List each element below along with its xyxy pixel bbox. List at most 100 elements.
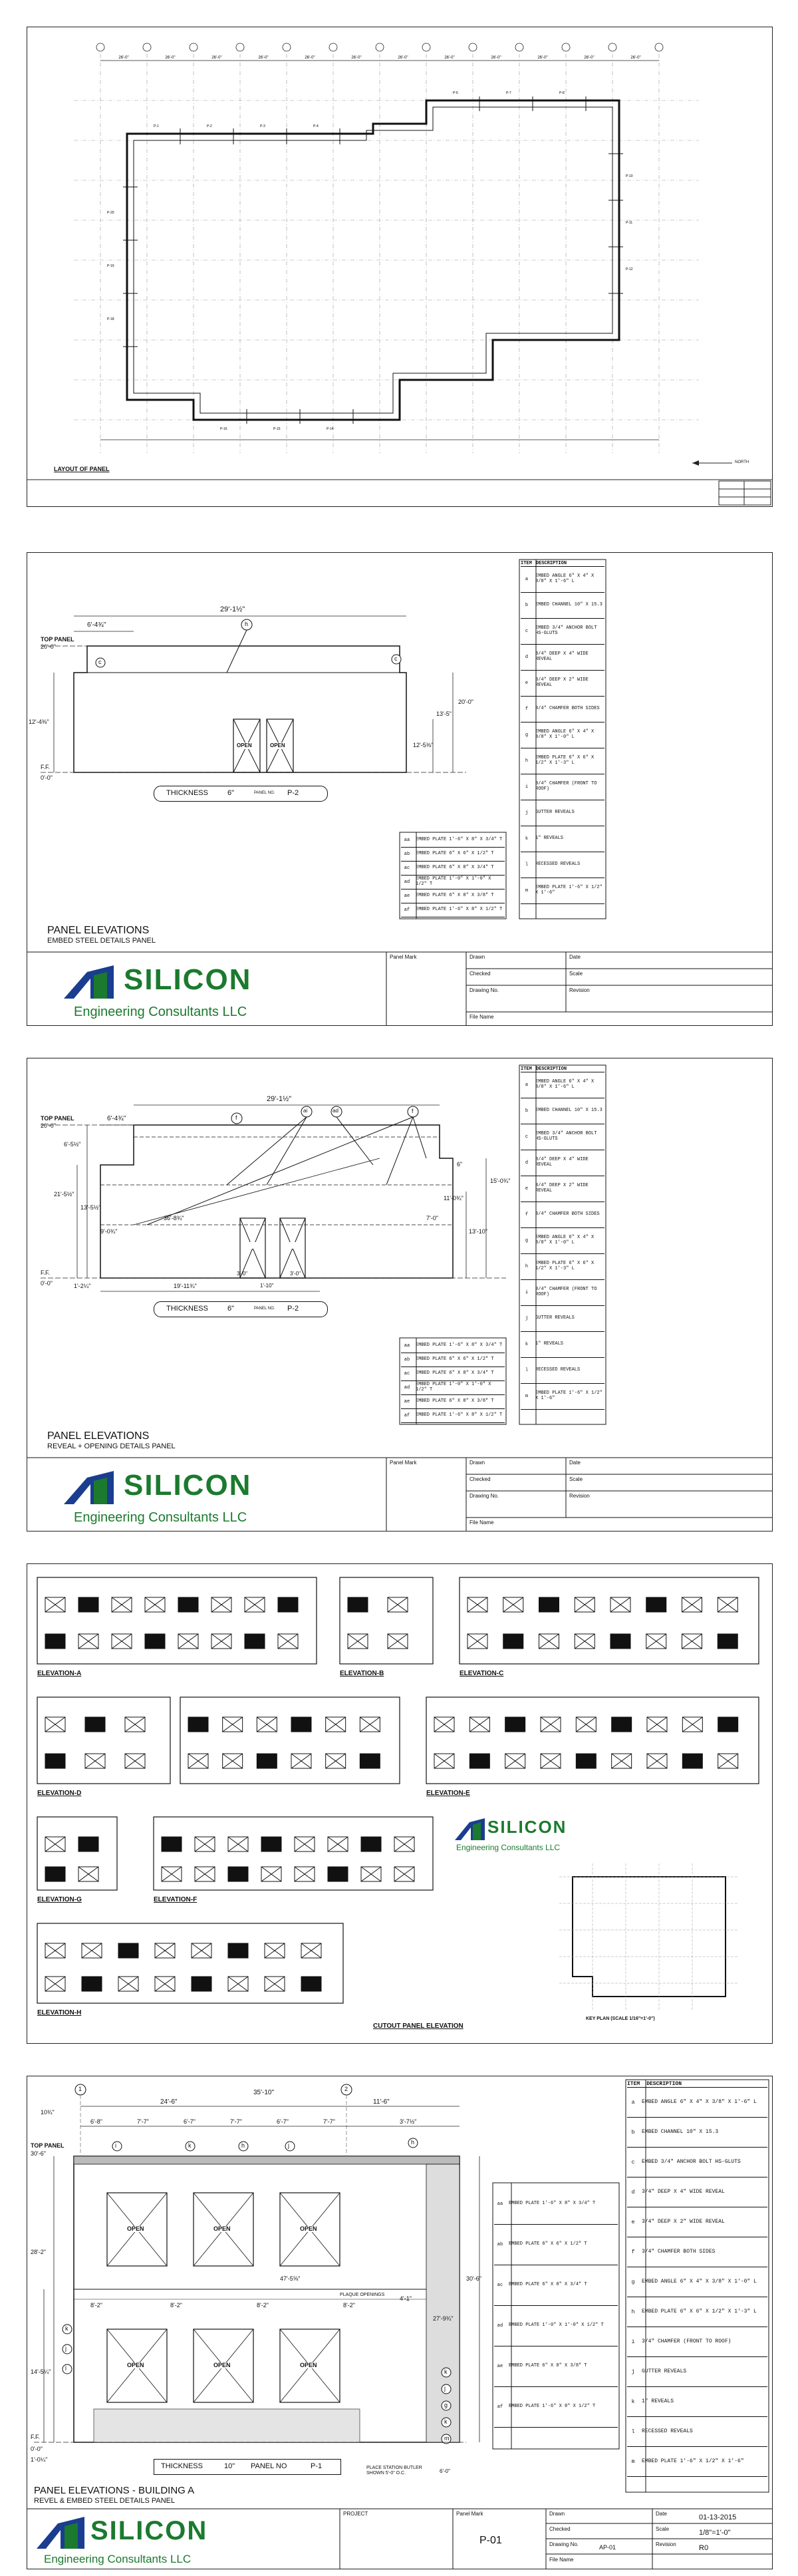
table-cell-item: m: [525, 1394, 529, 1399]
table-cell-description: 1" REVEALS: [535, 1341, 564, 1347]
cutout-cross: [45, 1836, 66, 1852]
cutout-title: CUTOUT PANEL ELEVATION: [373, 2022, 464, 2030]
table-cell-item: ae: [497, 2364, 503, 2369]
panel-no-label: PANEL NO.: [254, 791, 275, 795]
dim-right-h1: 20'-0": [458, 699, 473, 705]
dim-left-h: 12'-4⅜": [29, 719, 49, 725]
cutout-cross: [469, 1716, 490, 1732]
cutout-cross: [718, 1753, 738, 1769]
opening-label: OPEN: [213, 2362, 231, 2368]
svg-text:P-16: P-16: [220, 427, 227, 431]
tb-date: Date: [569, 1460, 581, 1466]
cutout-cross: [244, 1597, 265, 1613]
cutout-cross: [118, 1976, 139, 1992]
dim-right: 30'-6": [466, 2275, 481, 2282]
thickness-box: THICKNESS 6" PANEL NO. P-2: [154, 786, 328, 802]
ff-elev: 0'-0": [41, 774, 53, 781]
dim-sub: 6'-8": [90, 2118, 102, 2125]
thickness-box: THICKNESS 10" PANEL NO P-1: [154, 2459, 341, 2475]
sheet-building-a: 1 2 24'-6" 35'-10" 11'-6" 6'-8" 7'-7" 6'…: [27, 2076, 773, 2569]
cutout-cross: [505, 1753, 525, 1769]
cutout-cross: [394, 1866, 415, 1882]
thickness-label: THICKNESS: [166, 789, 208, 797]
table-cell-item: k: [525, 836, 529, 842]
reveal-elevation-drawing: [27, 1064, 772, 1531]
dim-right: 27'-9¾": [433, 2315, 454, 2322]
thickness-label: THICKNESS: [161, 2462, 203, 2470]
cutout-cross: [211, 1597, 232, 1613]
cutout-cross: [646, 1716, 668, 1732]
tb-date-value: 01-13-2015: [699, 2513, 737, 2521]
cutout-cross: [78, 1866, 99, 1882]
sheet-cutout-panel-elevations: ELEVATION-A ELEVATION-B ELEVATION-C ELEV…: [27, 1563, 773, 2044]
cutout-cross: [646, 1633, 667, 1649]
table-cell-item: ac: [404, 866, 410, 871]
table-cell-item: c: [525, 1134, 529, 1140]
table-cell-item: h: [631, 2309, 635, 2315]
table-cell-item: ad: [404, 1385, 410, 1390]
svg-text:P-19: P-19: [107, 264, 114, 268]
dim-mid: 47'-5⅝": [280, 2275, 301, 2282]
opening-label: OPEN: [127, 2225, 144, 2232]
cutout-cross: [540, 1716, 561, 1732]
table-cell-item: e: [525, 681, 529, 686]
table-cell-item: k: [631, 2398, 635, 2405]
company-logo: SILICON Engineering Consultants LLC: [453, 1810, 586, 1857]
dim-left: 14'-5¼": [31, 2368, 51, 2375]
panel-cutout: [359, 1753, 380, 1769]
dim: 21'-5½": [54, 1191, 74, 1198]
dim-right: 4'-1": [400, 2295, 412, 2302]
cutout-cross: [576, 1716, 597, 1732]
thickness-value: 10": [224, 2462, 235, 2470]
table-cell-description: EMBED PLATE 6" X 8" X 3/4" T: [416, 1370, 494, 1376]
panel-cutout: [45, 1633, 66, 1649]
dim-sub: 6'-7": [277, 2118, 289, 2125]
tb-drawn: Drawn: [549, 2511, 565, 2517]
cutout-cross: [294, 1836, 315, 1852]
dim-mid: 8'-2": [90, 2302, 102, 2309]
table-cell-item: j: [525, 1316, 529, 1321]
dim: 11'-0¾": [444, 1195, 464, 1202]
table-cell-item: g: [525, 732, 529, 738]
logo-name: SILICON: [487, 1817, 567, 1837]
table-cell-item: c: [525, 629, 529, 634]
tb-scale-value: 1/8"=1'-0": [699, 2529, 731, 2537]
callout-letter: k: [65, 2325, 68, 2332]
table-cell-description: EMBED PLATE 6" X 6" X 1/2" X 1'-3" L: [535, 1261, 595, 1271]
dim: 7'-0": [426, 1215, 438, 1221]
table-cell-description: 1" REVEALS: [642, 2398, 674, 2404]
callout-letter: ad: [332, 1108, 338, 1114]
panel-cutout: [78, 1597, 99, 1613]
table-cell-item: f: [631, 2249, 635, 2255]
elevation-h-label: ELEVATION-H: [37, 2009, 82, 2016]
opening-label: OPEN: [237, 742, 252, 748]
key-plan-title: KEY PLAN (SCALE 1/16"=1'-0"): [586, 2016, 655, 2021]
table-cell-description: EMBED PLATE 1'-6" X 8" X 1/2" T: [509, 2404, 596, 2410]
table-cell-item: a: [631, 2099, 635, 2106]
layout-title: LAYOUT OF PANEL: [54, 466, 110, 472]
ff-elev: 0'-0": [31, 2446, 43, 2452]
table-cell-description: 1" REVEALS: [535, 836, 564, 842]
dim: 36'-8¾": [164, 1215, 184, 1221]
table-cell-item: f: [525, 1212, 529, 1217]
table-cell-description: EMBED PLATE 1'-6" X 1/2" X 1'-6": [642, 2458, 744, 2464]
elevation-a-label: ELEVATION-A: [37, 1670, 82, 1677]
cutout-elevations-drawing: [37, 1577, 759, 2010]
cutout-cross: [682, 1597, 702, 1613]
logo-name: SILICON: [124, 963, 252, 996]
